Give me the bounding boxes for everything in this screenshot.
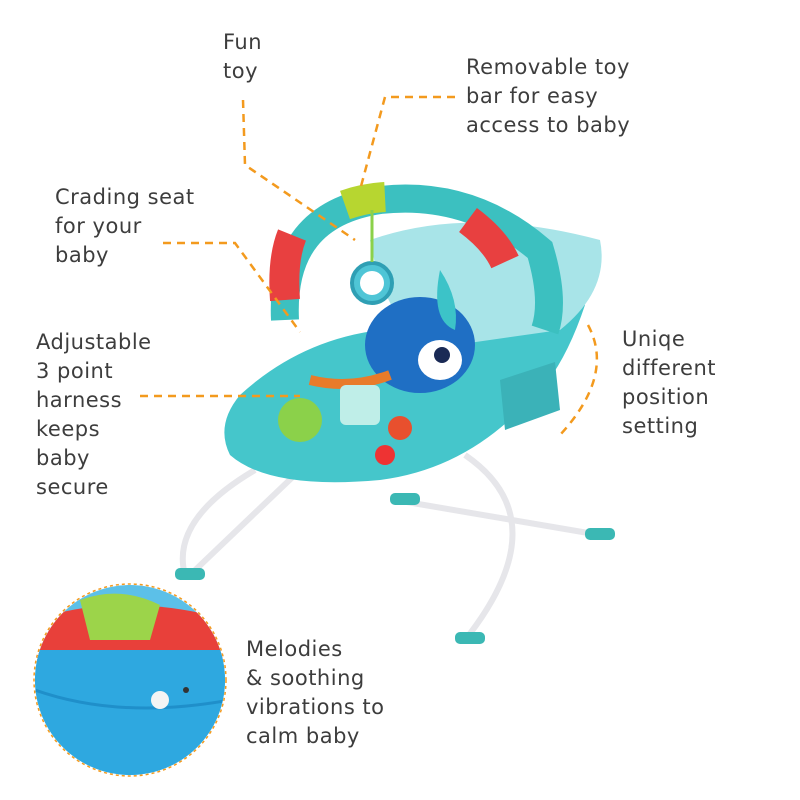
bouncer-frame bbox=[179, 452, 601, 642]
label-positions: Uniqe different position setting bbox=[622, 327, 717, 438]
label-harness: Adjustable 3 point harness keeps baby se… bbox=[36, 330, 152, 499]
flower-print bbox=[375, 445, 395, 465]
label-toy-bar: Removable toy bar for easy access to bab… bbox=[466, 55, 631, 137]
power-button bbox=[151, 691, 169, 709]
crab-print bbox=[388, 416, 412, 440]
label-melodies: Melodies & soothing vibrations to calm b… bbox=[246, 637, 385, 748]
frame-foot bbox=[175, 568, 205, 580]
inset-vibration-unit bbox=[35, 585, 225, 775]
teether-toy bbox=[437, 270, 456, 330]
label-fun-toy: Fun toy bbox=[223, 30, 263, 83]
label-cradling-seat: Crading seat for your baby bbox=[55, 185, 195, 267]
inset-border bbox=[33, 583, 227, 777]
frame-foot bbox=[390, 493, 420, 505]
frame-foot bbox=[455, 632, 485, 644]
callout-lines bbox=[140, 95, 599, 436]
vibration-unit bbox=[500, 362, 560, 430]
harness bbox=[308, 370, 392, 389]
harness-buckle bbox=[340, 385, 380, 425]
turtle-print bbox=[278, 398, 322, 442]
frame-foot bbox=[585, 528, 615, 540]
